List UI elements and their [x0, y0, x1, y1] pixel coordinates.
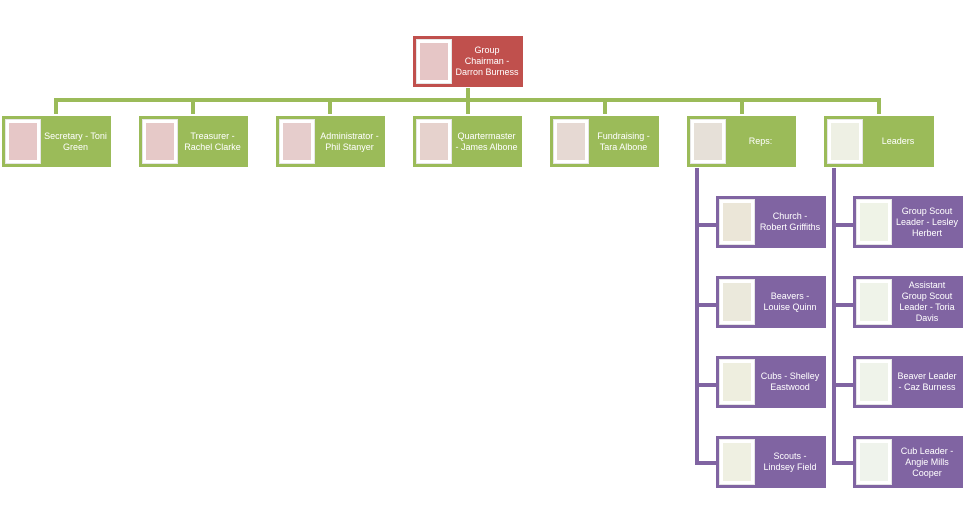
node-label: Scouts - Lindsey Field: [763, 451, 817, 472]
connector-drop-administrator: [328, 98, 332, 114]
connector-drop-fundraising: [603, 98, 607, 114]
photo-placeholder: [856, 199, 892, 245]
connector-drop-secretary: [54, 98, 58, 114]
photo-placeholder: [279, 119, 315, 164]
connector-leaders-beaver: [832, 383, 854, 387]
photo-placeholder: [142, 119, 178, 164]
connector-drop-quartermaster: [466, 98, 470, 114]
connector-reps-scouts: [695, 461, 717, 465]
node-administrator: Administrator - Phil Stanyer: [276, 116, 385, 167]
node-label: Group Scout Leader - Lesley Herbert: [895, 205, 959, 238]
photo-placeholder: [827, 119, 863, 164]
node-label: Group Chairman - Darron Burness: [455, 45, 519, 77]
node-beaver-leader: Beaver Leader - Caz Burness: [853, 356, 963, 408]
node-label: Beavers - Louise Quinn: [763, 291, 817, 312]
connector-drop-reps: [740, 98, 744, 114]
node-label: Assistant Group Scout Leader - Toria Dav…: [899, 280, 955, 323]
connector-drop-treasurer: [191, 98, 195, 114]
connector-leaders-cub: [832, 461, 854, 465]
node-label: Fundraising - Tara Albone: [597, 130, 650, 152]
node-quartermaster: Quartermaster - James Albone: [413, 116, 522, 167]
connector-leaders-agsl: [832, 303, 854, 307]
node-church: Church - Robert Griffiths: [716, 196, 826, 248]
node-leaders: Leaders: [824, 116, 934, 167]
node-label: Reps:: [748, 136, 773, 146]
node-fundraising: Fundraising - Tara Albone: [550, 116, 659, 167]
photo-placeholder: [856, 279, 892, 325]
node-label: Beaver Leader - Caz Burness: [897, 371, 957, 392]
photo-placeholder: [553, 119, 589, 164]
photo-placeholder: [719, 439, 755, 485]
node-label: Cubs - Shelley Eastwood: [760, 371, 820, 392]
photo-placeholder: [856, 359, 892, 405]
connector-leaders-gsl: [832, 223, 854, 227]
node-label: Church - Robert Griffiths: [759, 211, 821, 232]
node-scouts: Scouts - Lindsey Field: [716, 436, 826, 488]
photo-placeholder: [719, 199, 755, 245]
node-label: Quartermaster - James Albone: [455, 130, 518, 152]
node-treasurer: Treasurer - Rachel Clarke: [139, 116, 248, 167]
connector-reps-trunk: [695, 168, 699, 464]
connector-reps-cubs: [695, 383, 717, 387]
node-label: Leaders: [881, 136, 915, 146]
node-label: Treasurer - Rachel Clarke: [184, 130, 241, 152]
node-cubs: Cubs - Shelley Eastwood: [716, 356, 826, 408]
node-secretary: Secretary - Toni Green: [2, 116, 111, 167]
connector-reps-church: [695, 223, 717, 227]
node-label: Administrator - Phil Stanyer: [320, 130, 379, 152]
node-label: Cub Leader - Angie Mills Cooper: [900, 445, 954, 478]
node-assistant-group-scout-leader: Assistant Group Scout Leader - Toria Dav…: [853, 276, 963, 328]
node-group-chairman: Group Chairman - Darron Burness: [413, 36, 523, 87]
node-group-scout-leader: Group Scout Leader - Lesley Herbert: [853, 196, 963, 248]
photo-placeholder: [5, 119, 41, 164]
connector-root-stem: [466, 88, 470, 100]
connector-drop-leaders: [877, 98, 881, 114]
node-beavers: Beavers - Louise Quinn: [716, 276, 826, 328]
photo-placeholder: [416, 119, 452, 164]
node-cub-leader: Cub Leader - Angie Mills Cooper: [853, 436, 963, 488]
node-label: Secretary - Toni Green: [44, 130, 107, 152]
photo-placeholder: [416, 39, 452, 84]
photo-placeholder: [719, 279, 755, 325]
connector-leaders-trunk: [832, 168, 836, 464]
photo-placeholder: [690, 119, 726, 164]
connector-reps-beavers: [695, 303, 717, 307]
node-reps: Reps:: [687, 116, 796, 167]
photo-placeholder: [856, 439, 892, 485]
photo-placeholder: [719, 359, 755, 405]
